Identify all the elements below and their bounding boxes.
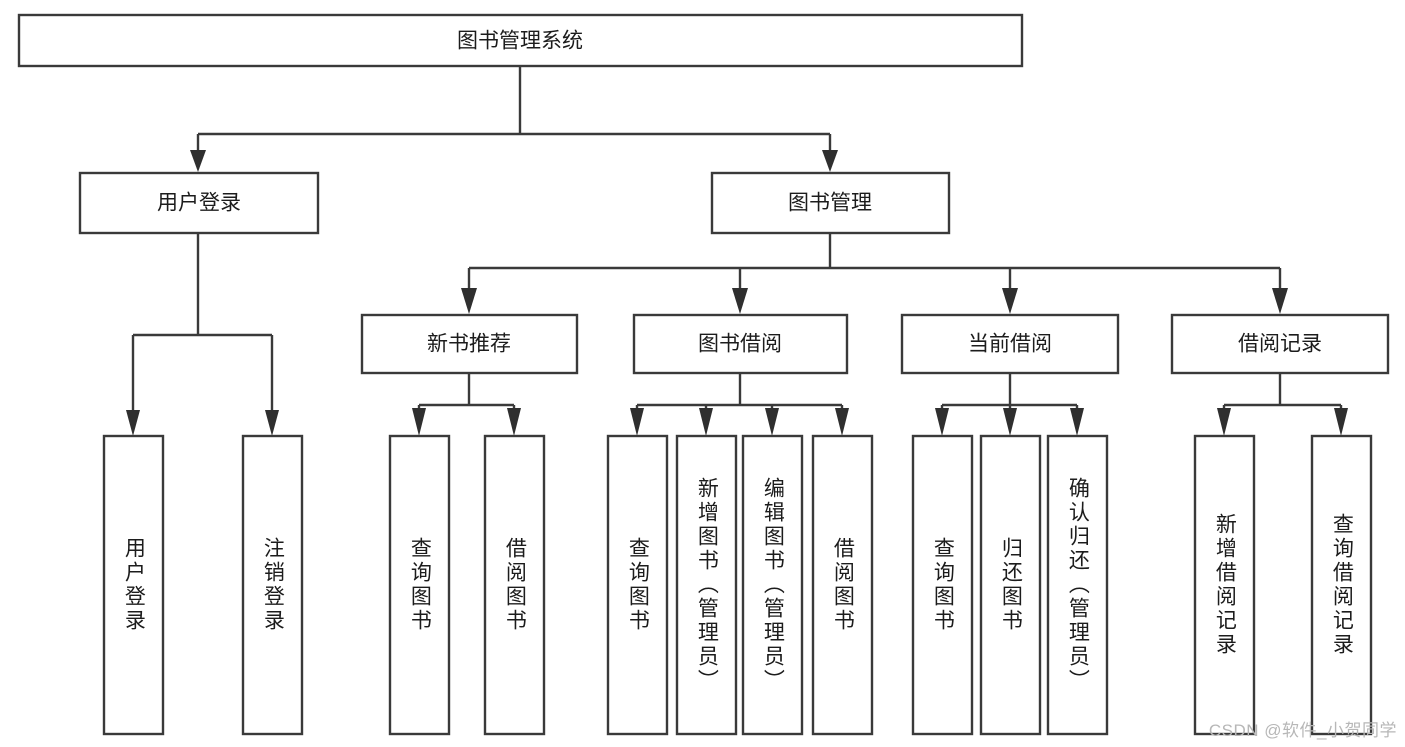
arrow-leaf-add-record [1217,408,1231,436]
arrow-to-user-login [190,150,206,172]
arrow-current-borrow [1002,288,1018,314]
node-borrow-record-label: 借阅记录 [1238,333,1322,356]
node-book-borrow-label: 图书借阅 [698,333,782,356]
node-new-book-recommend[interactable]: 新书推荐 [360,313,579,375]
node-borrow-record[interactable]: 借阅记录 [1170,313,1390,375]
leaf-box-user-login[interactable] [102,434,165,736]
arrow-borrow-record [1272,288,1288,314]
arrow-leaf-query-book-3 [935,408,949,436]
node-user-login[interactable]: 用户登录 [78,171,320,235]
node-new-book-recommend-label: 新书推荐 [427,333,511,356]
node-root-label: 图书管理系统 [457,30,583,53]
arrow-leaf-return-book [1003,408,1017,436]
arrow-book-borrow [732,288,748,314]
arrow-leaf-query-book-2 [630,408,644,436]
arrow-leaf-add-book [699,408,713,436]
node-book-manage-label: 图书管理 [788,192,872,215]
leaf-box-add-book[interactable] [675,434,738,736]
arrow-leaf-user-login [126,410,140,436]
node-root-box[interactable] [17,13,1024,68]
arrow-leaf-confirm-return [1070,408,1084,436]
arrow-leaf-query-record [1334,408,1348,436]
node-book-borrow[interactable]: 图书借阅 [632,313,849,375]
node-new-book-recommend-box[interactable] [360,313,579,375]
leaf-box-borrow-book-2[interactable] [811,434,874,736]
leaf-box-query-book-3[interactable] [911,434,974,736]
leaf-box-query-book-2[interactable] [606,434,669,736]
leaf-box-edit-book[interactable] [741,434,804,736]
node-book-borrow-box[interactable] [632,313,849,375]
arrow-leaf-borrow-book-2 [835,408,849,436]
leaf-box-borrow-book-1[interactable] [483,434,546,736]
leaf-boxes-layer [102,434,1373,736]
leaf-box-add-record[interactable] [1193,434,1256,736]
node-book-manage-box[interactable] [710,171,951,235]
node-user-login-label: 用户登录 [157,192,241,215]
arrow-leaf-edit-book [765,408,779,436]
arrow-leaf-logout-login [265,410,279,436]
leaf-box-confirm-return[interactable] [1046,434,1109,736]
leaf-box-return-book[interactable] [979,434,1042,736]
watermark-text: CSDN @软件_小贺同学 [1208,721,1397,740]
node-user-login-box[interactable] [78,171,320,235]
leaf-box-query-book-1[interactable] [388,434,451,736]
arrow-leaf-query-book-1 [412,408,426,436]
node-book-manage[interactable]: 图书管理 [710,171,951,235]
node-current-borrow-box[interactable] [900,313,1120,375]
node-current-borrow-label: 当前借阅 [968,333,1052,356]
leaf-box-query-record[interactable] [1310,434,1373,736]
node-root[interactable]: 图书管理系统 [17,13,1024,68]
connectors-layer [126,66,1348,436]
node-borrow-record-box[interactable] [1170,313,1390,375]
arrow-to-book-manage [822,150,838,172]
arrow-leaf-borrow-book-1 [507,408,521,436]
arrow-new-book-recommend [461,288,477,314]
node-current-borrow[interactable]: 当前借阅 [900,313,1120,375]
leaf-box-logout-login[interactable] [241,434,304,736]
